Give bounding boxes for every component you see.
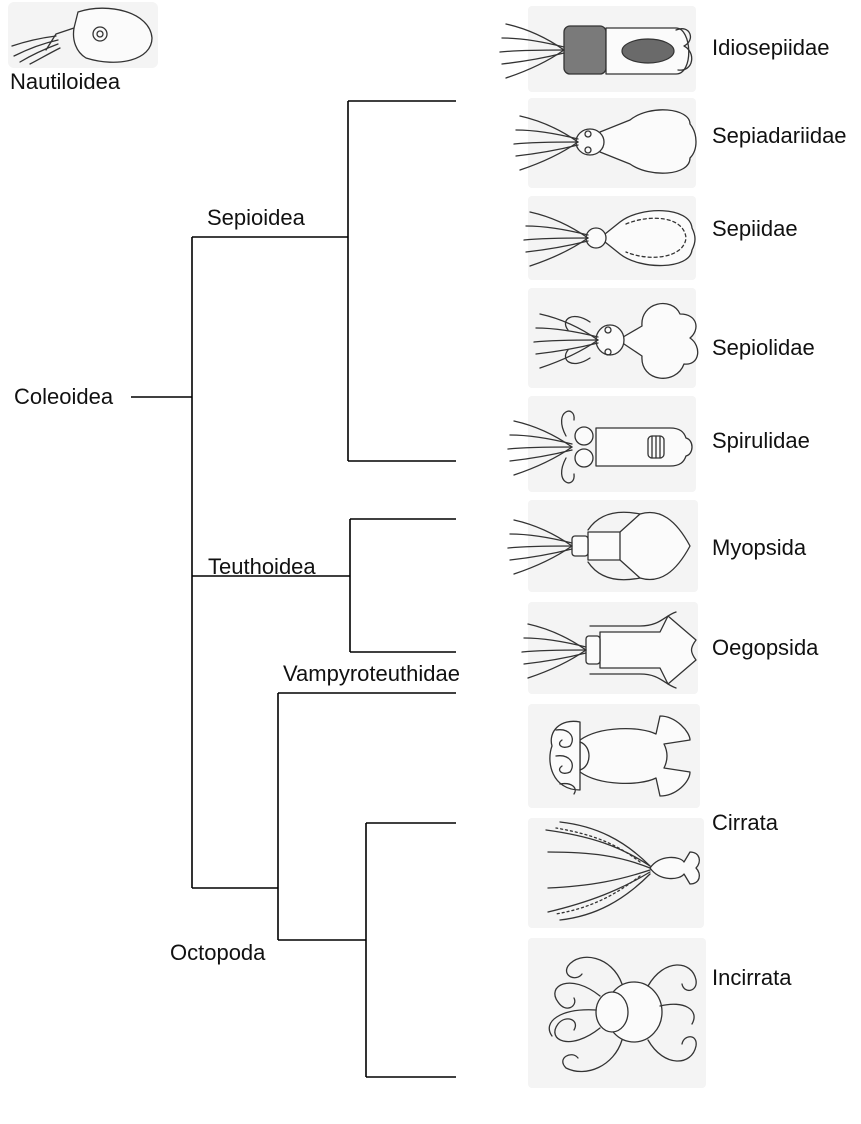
clade-label-teuthoidea: Teuthoidea	[208, 554, 316, 579]
tree-edges	[131, 101, 456, 1077]
clade-label-sepioidea: Sepioidea	[207, 205, 306, 230]
clade-label-octopoda: Octopoda	[170, 940, 266, 965]
taxon-label-spirulidae: Spirulidae	[712, 428, 810, 453]
taxon-label-oegopsida: Oegopsida	[712, 635, 819, 660]
root-label: Coleoidea	[14, 384, 114, 409]
taxon-label-sepiadariidae: Sepiadariidae	[712, 123, 847, 148]
outgroup-label: Nautiloidea	[10, 69, 121, 94]
taxon-label-incirrata: Incirrata	[712, 965, 792, 990]
taxon-label-cirrata: Cirrata	[712, 810, 779, 835]
spirula-icon	[508, 396, 696, 492]
taxon-label-sepiidae: Sepiidae	[712, 216, 798, 241]
bobtail-squid-icon	[528, 288, 698, 388]
cirrate-octopus-icon	[528, 818, 704, 928]
myopsid-squid-icon	[508, 500, 698, 592]
vampire-squid-icon	[528, 704, 700, 808]
sepiadariid-icon	[514, 98, 696, 188]
nautilus-icon	[8, 2, 158, 68]
taxon-label-myopsida: Myopsida	[712, 535, 807, 560]
oegopsid-squid-icon	[522, 602, 698, 694]
taxon-label-sepiolidae: Sepiolidae	[712, 335, 815, 360]
incirrate-octopus-icon	[528, 938, 706, 1088]
clade-label-vampyroteuthidae: Vampyroteuthidae	[283, 661, 460, 686]
cuttlefish-icon	[524, 196, 696, 280]
idiosepiid-icon	[500, 6, 696, 92]
taxon-label-idiosepiidae: Idiosepiidae	[712, 35, 829, 60]
